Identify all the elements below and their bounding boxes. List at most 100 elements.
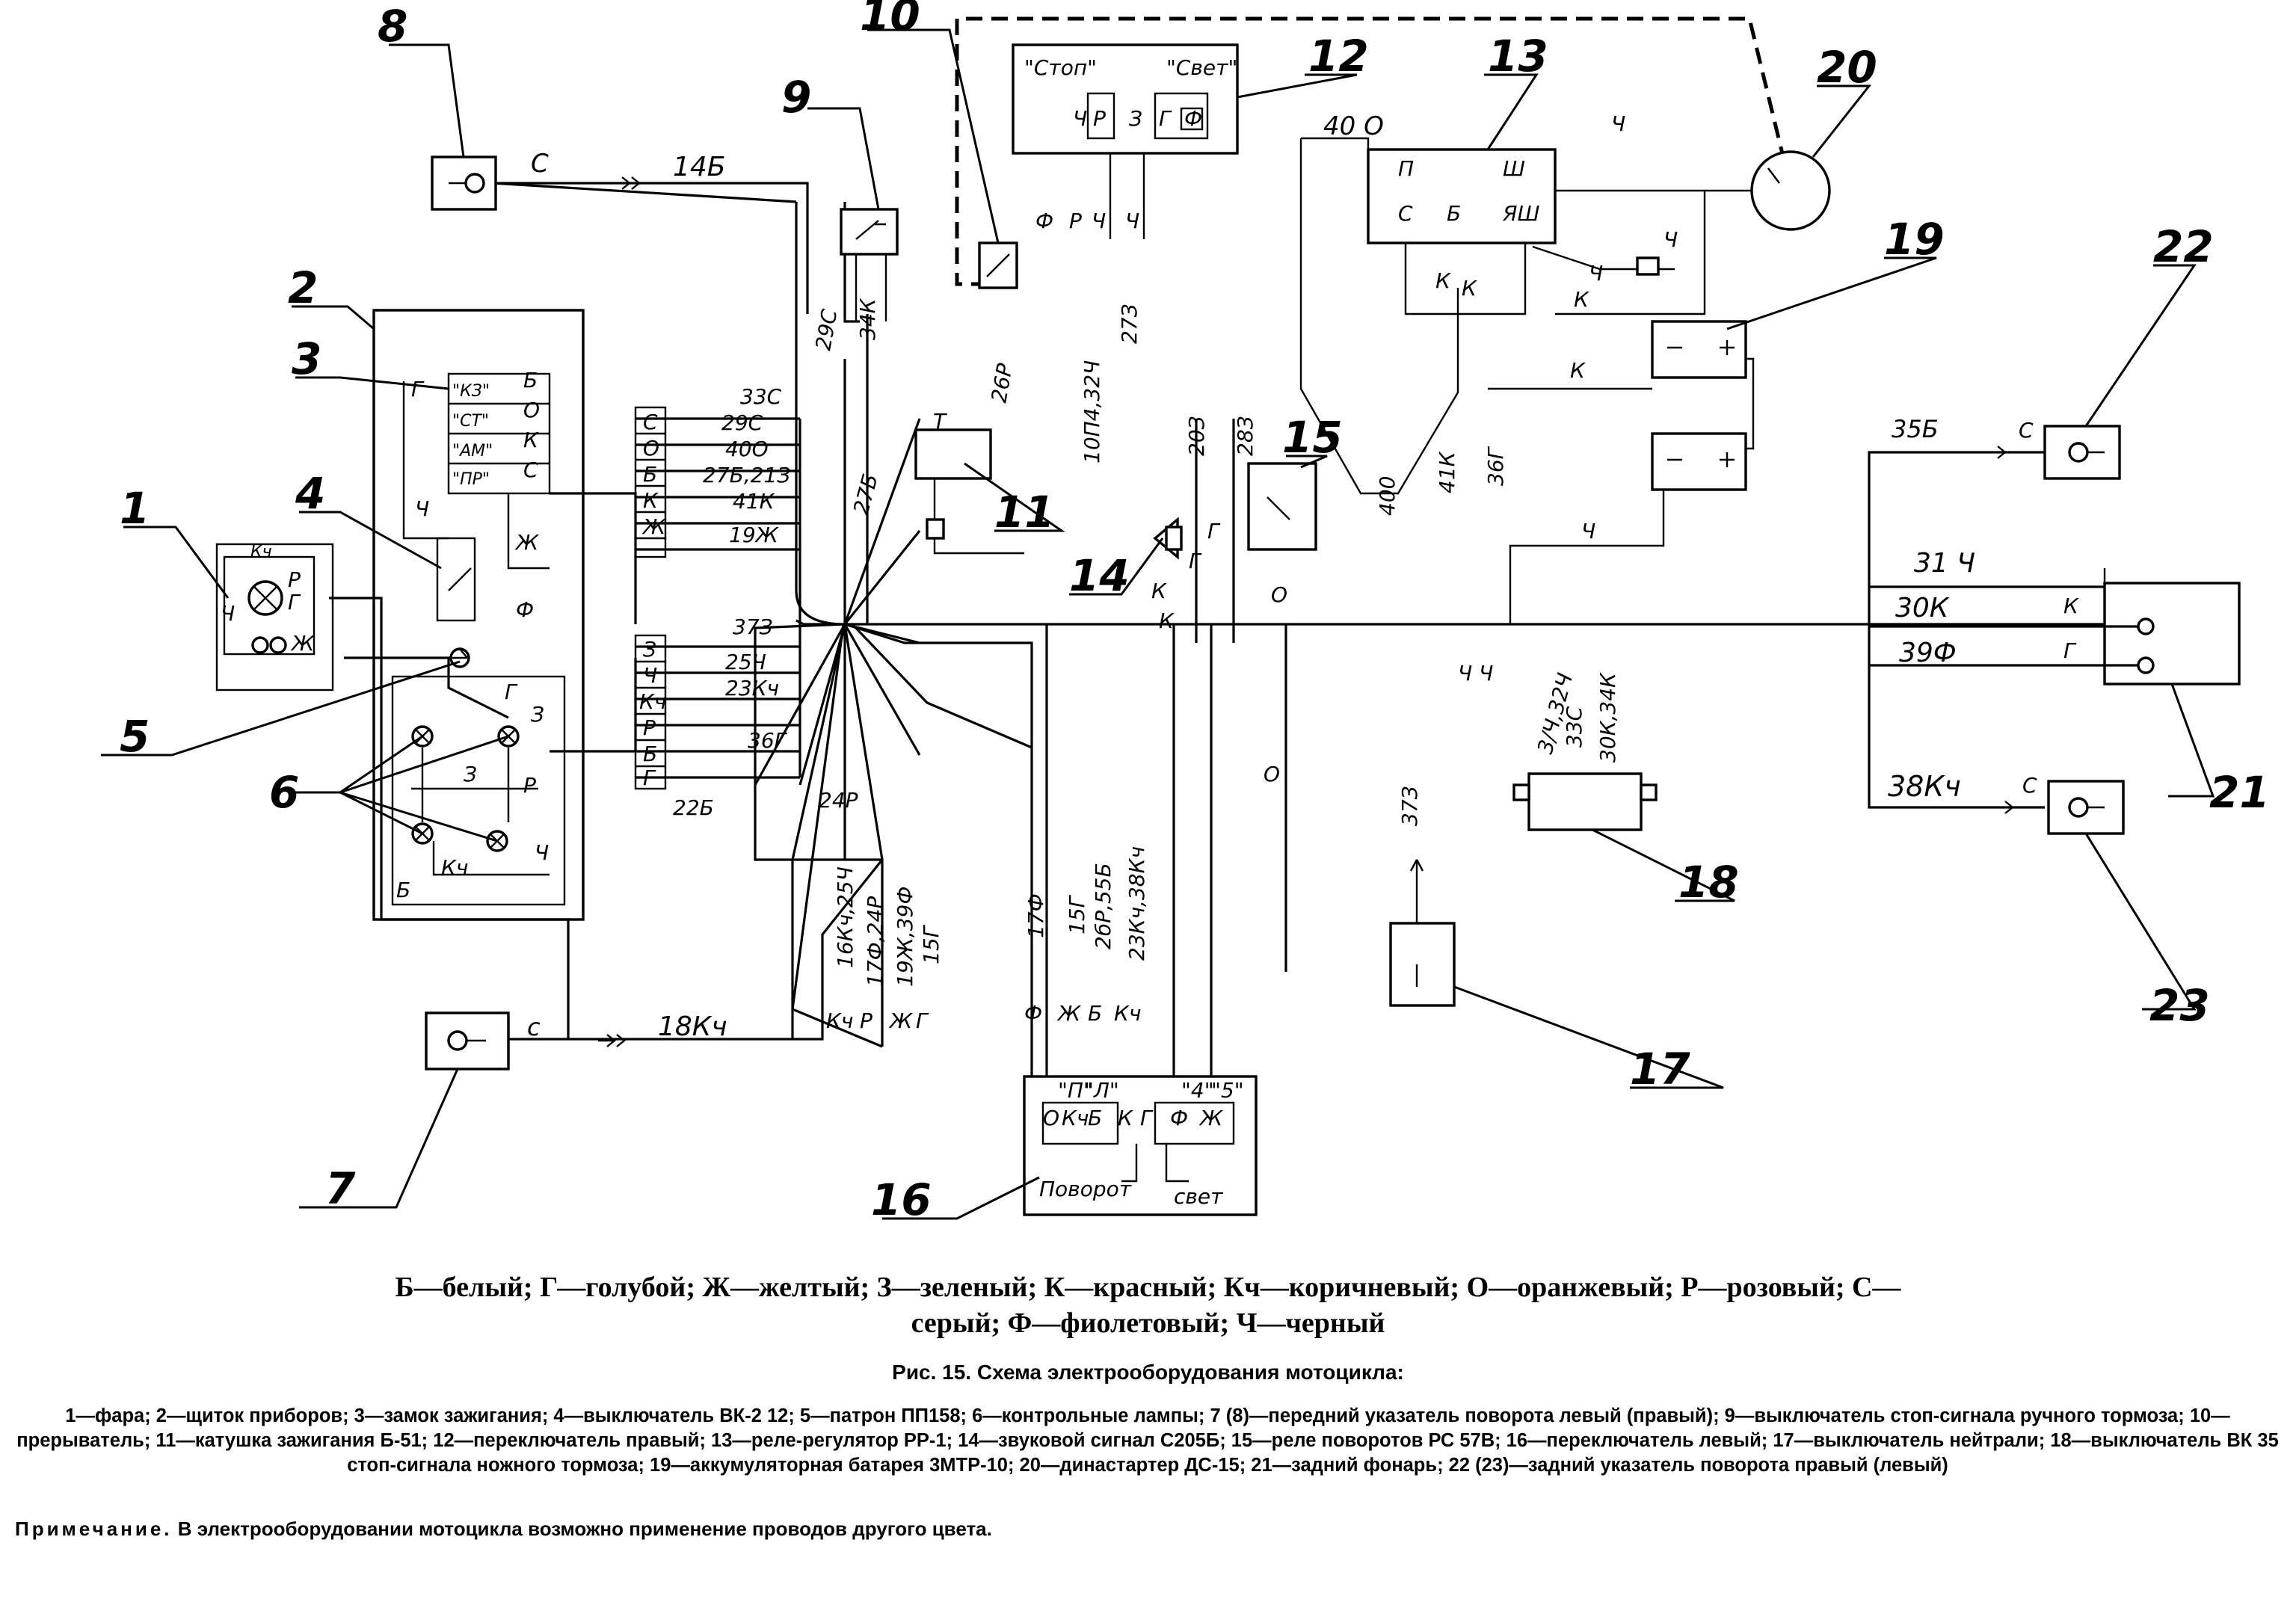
right-switch [1012, 43, 1239, 239]
terminal-label: С [523, 458, 538, 482]
terminal-label: Т [933, 409, 947, 434]
wire-label: 15Г [919, 924, 944, 964]
component-number: 6 [269, 767, 299, 818]
terminal-label: Б [396, 878, 410, 902]
terminal-label: Ф [1170, 1106, 1188, 1130]
foot-brake-switch [1512, 772, 1658, 831]
terminal-label: С [1398, 201, 1413, 226]
front-turn-signal-right [431, 155, 497, 211]
control-lamps [411, 725, 550, 876]
wire-label: 23Кч,38Кч [1124, 846, 1149, 961]
relay-regulator [1299, 137, 1706, 495]
wire-label: 10П4,32Ч [1080, 360, 1104, 463]
hand-brake-switch [840, 208, 899, 321]
connector-block-lower [634, 634, 667, 790]
terminal-label: Ж [641, 514, 667, 539]
wire-label: С [2019, 418, 2034, 443]
wire-label: 29С [721, 410, 763, 435]
terminal-label: Г [643, 766, 656, 790]
terminal-label: Г [505, 680, 518, 704]
terminal-label: К [1151, 579, 1167, 603]
note-text: В электрооборудовании мотоцикла возможно… [177, 1518, 992, 1540]
component-number: 16 [871, 1174, 932, 1225]
wire-label: К [1159, 609, 1175, 633]
wire-label: 19Ж,39Ф [893, 887, 917, 987]
terminal-label: "АМ" [452, 442, 493, 460]
terminal-label: Ф [1184, 106, 1202, 131]
terminal-label: Кч [1114, 1001, 1141, 1026]
wire-label: 37З [1397, 786, 1422, 826]
wire-label: 41К [1435, 451, 1459, 493]
color-legend-line: серый; Ф—фиолетовый; Ч—черный [911, 1307, 1385, 1339]
wire-label: Ч Ч [1458, 661, 1493, 686]
terminal-label: К [523, 428, 539, 452]
component-number: 22 [2153, 221, 2214, 272]
terminal-label: "4" [1181, 1078, 1214, 1103]
terminal-label: "СТ" [452, 412, 489, 431]
terminal-label: Ф [516, 597, 534, 622]
wire-label: 27Б [849, 471, 883, 517]
terminal-label: Кч [1062, 1106, 1089, 1130]
terminal-label: "ПР" [452, 470, 490, 489]
wire-label: 30К,34К [1595, 672, 1620, 763]
component-number: 11 [994, 487, 1055, 537]
terminal-label: Р [523, 773, 536, 798]
component-number: 9 [781, 72, 811, 123]
component-number: 18 [1678, 857, 1739, 908]
rear-turn-signal-left [1869, 585, 2138, 835]
instrument-panel [372, 309, 585, 921]
wire-arrows [598, 176, 2013, 1047]
wire-label: 37З [733, 614, 773, 639]
wire-label: С [2022, 773, 2037, 798]
wire-label: 29С [810, 307, 842, 353]
terminal-label: К [1462, 276, 1477, 301]
note: Примечание. В электрооборудовании мотоци… [15, 1518, 1809, 1541]
terminal-label: Р [1093, 106, 1106, 131]
terminal-label: Ч [221, 601, 235, 626]
component-number: 19 [1884, 214, 1945, 265]
wire-label: Г [2063, 638, 2077, 663]
terminal-label: Р [643, 715, 656, 740]
terminal-label: Г [288, 590, 301, 614]
wire-label: 33С [1562, 706, 1586, 748]
wire-label: Г [1207, 519, 1221, 543]
wire-label: К [1570, 358, 1586, 383]
figure-description: 1—фара; 2—щиток приборов; 3—замок зажига… [16, 1405, 2279, 1476]
terminal-label: С [643, 410, 658, 434]
component-number: 2 [288, 262, 318, 313]
note-title: Примечание. [15, 1518, 173, 1540]
terminal-label: Г [1189, 549, 1202, 573]
component-number: 23 [2149, 980, 2210, 1031]
ignition-lock [402, 372, 551, 570]
terminal-label: З [1129, 106, 1142, 131]
wire-label: с [527, 1013, 541, 1041]
wire-label: 40О [725, 437, 769, 461]
wire-label: 35Б [1892, 415, 1939, 443]
terminal-label: О [1043, 1106, 1059, 1130]
terminal-label: Ч [1073, 106, 1087, 131]
ignition-coil [914, 428, 1024, 555]
wire-label: 18Кч [658, 1011, 727, 1042]
component-number: 12 [1308, 31, 1369, 81]
interrupter [978, 241, 1018, 289]
wire-label: 41К [733, 489, 775, 514]
color-legend-line: Б—белый; Г—голубой; Ж—желтый; З—зеленый;… [395, 1272, 1901, 1303]
component-number: 10 [860, 0, 920, 40]
terminal-label: Ж [888, 1008, 914, 1033]
component-number: 7 [325, 1163, 356, 1214]
terminal-label: Ч [1125, 209, 1139, 233]
wire-label: 17Ф [1024, 893, 1048, 938]
terminal-label: Р [1069, 209, 1082, 233]
wire-label: К [2063, 594, 2079, 618]
component-numbers: 1 2 3 4 5 6 7 8 9 10 11 12 13 14 15 16 1… [120, 0, 2270, 1225]
terminal-label: Ж [514, 530, 540, 555]
connector-block-upper [634, 406, 667, 558]
component-number: 8 [378, 1, 407, 52]
terminal-label: З [531, 702, 544, 727]
terminal-label: "Свет" [1166, 55, 1237, 80]
terminal-label: Ж [290, 631, 316, 656]
terminal-label: Ч [643, 663, 657, 688]
terminal-label: ЯШ [1502, 201, 1539, 226]
leader-lines [101, 28, 2215, 1220]
horn [1153, 517, 1183, 560]
